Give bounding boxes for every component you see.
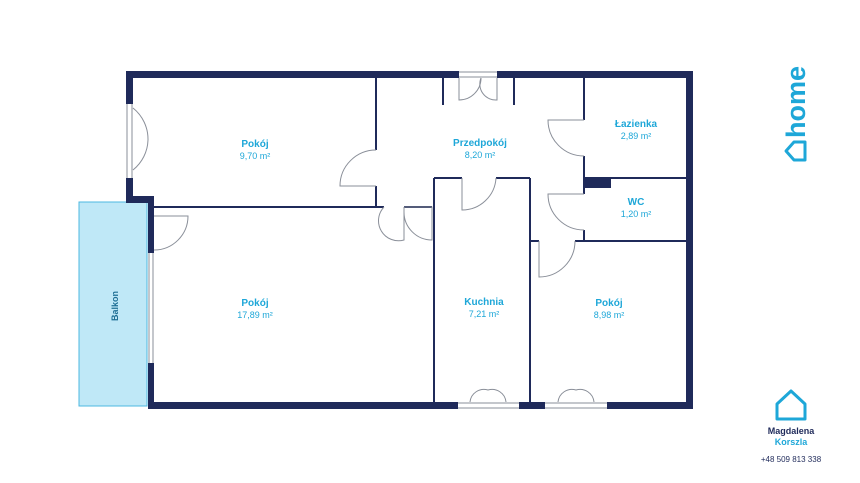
door-swings	[132, 77, 595, 403]
balcony-area	[78, 201, 148, 407]
room-name: Łazienka	[615, 119, 658, 130]
room-area: 8,98 m²	[594, 310, 625, 320]
outer-walls	[126, 71, 693, 409]
room-area: 8,20 m²	[465, 150, 496, 160]
brand-text: home	[781, 66, 811, 138]
agent-last-name: Korszla	[775, 437, 809, 447]
room-label-lazienka: Łazienka 2,89 m²	[615, 119, 658, 141]
balcony-label: Balkon	[110, 291, 120, 321]
room-area: 7,21 m²	[469, 309, 500, 319]
room-name: Pokój	[241, 139, 268, 150]
room-name: Przedpokój	[453, 138, 507, 149]
room-area: 9,70 m²	[240, 151, 271, 161]
room-area: 2,89 m²	[621, 131, 652, 141]
room-label-pokoj-1: Pokój 9,70 m²	[240, 139, 271, 161]
room-area: 17,89 m²	[237, 310, 273, 320]
room-label-przedpokoj: Przedpokój 8,20 m²	[453, 138, 507, 160]
brand-logo: home	[781, 66, 811, 162]
agent-phone: +48 509 813 338	[761, 455, 822, 464]
agent-card: Magdalena Korszla +48 509 813 338	[761, 389, 822, 464]
windows	[126, 71, 607, 409]
room-area: 1,20 m²	[621, 209, 652, 219]
room-label-pokoj-3: Pokój 8,98 m²	[594, 298, 625, 320]
room-name: Pokój	[241, 298, 268, 309]
room-name: WC	[628, 197, 645, 208]
room-label-wc: WC 1,20 m²	[621, 197, 652, 219]
room-name: Kuchnia	[464, 297, 504, 308]
room-name: Pokój	[595, 298, 622, 309]
agent-first-name: Magdalena	[768, 426, 816, 436]
room-label-kuchnia: Kuchnia 7,21 m²	[464, 297, 504, 319]
house-outline-icon	[784, 140, 807, 162]
room-label-pokoj-2: Pokój 17,89 m²	[237, 298, 273, 320]
inner-walls	[154, 78, 686, 402]
house-logo-icon	[775, 389, 807, 421]
